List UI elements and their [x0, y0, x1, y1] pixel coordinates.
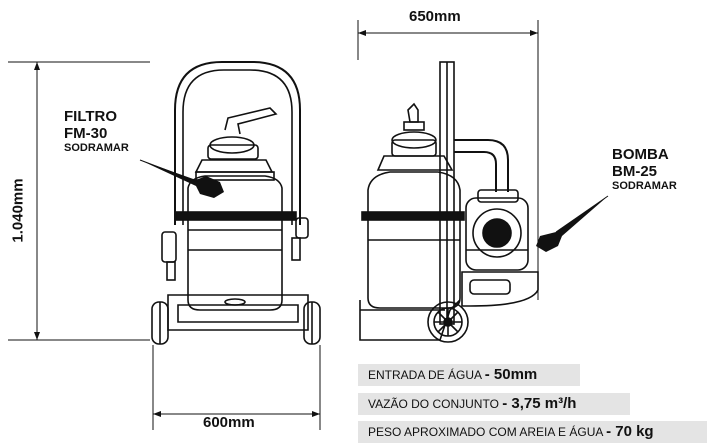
dimension-line-height [8, 61, 150, 341]
side-view-filter [359, 61, 465, 341]
spec-weight-value: - 70 kg [606, 423, 654, 440]
spec-flow-rate-value: - 3,75 m³/h [502, 395, 577, 412]
filter-label-line2: FM-30 [64, 125, 108, 142]
pointer-hand-icon-pump [536, 196, 608, 252]
filter-label-brand: SODRAMAR [64, 142, 129, 154]
pump-label-brand: SODRAMAR [612, 180, 677, 192]
spec-water-inlet: ENTRADA DE ÁGUA - 50mm [358, 364, 580, 386]
dimension-line-bottom [152, 345, 321, 430]
pump-label-line2: BM-25 [612, 163, 658, 180]
pump-label-line1: BOMBA [612, 146, 669, 163]
filter-label-line1: FILTRO [64, 108, 118, 125]
spec-weight-label: PESO APROXIMADO COM AREIA E ÁGUA [368, 425, 603, 439]
pointer-hand-icon-filter [140, 160, 224, 198]
front-view-filter [151, 61, 321, 345]
pump-label: BOMBA BM-25 SODRAMAR [612, 146, 677, 192]
dimension-line-top [357, 20, 539, 300]
dimension-height: 1.040mm [9, 178, 27, 243]
spec-water-inlet-label: ENTRADA DE ÁGUA [368, 368, 482, 382]
spec-flow-rate: VAZÃO DO CONJUNTO - 3,75 m³/h [358, 393, 630, 415]
dimension-width-bottom: 600mm [203, 414, 255, 431]
side-view-pump [427, 139, 539, 343]
filter-label: FILTRO FM-30 SODRAMAR [64, 108, 129, 154]
spec-flow-rate-label: VAZÃO DO CONJUNTO [368, 397, 499, 411]
dimension-width-top: 650mm [409, 8, 461, 25]
spec-water-inlet-value: - 50mm [484, 366, 538, 383]
spec-weight: PESO APROXIMADO COM AREIA E ÁGUA - 70 kg [358, 421, 707, 443]
